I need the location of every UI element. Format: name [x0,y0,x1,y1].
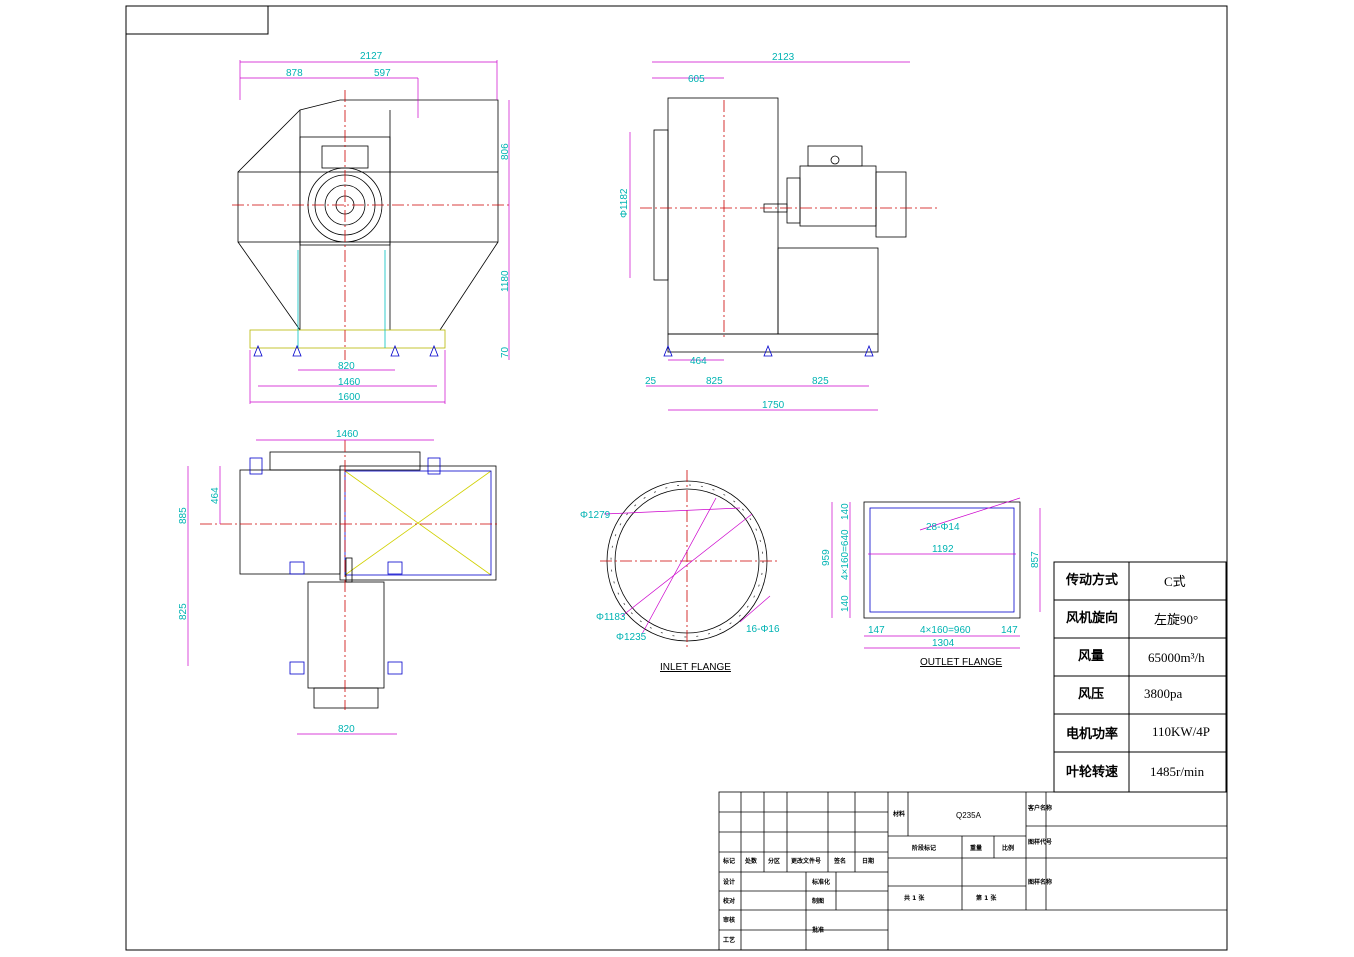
inlet-dim-d1235: Φ1235 [616,632,647,643]
spec-val-pressure: 3800pa [1144,686,1183,701]
front-dim-1460: 1460 [338,377,361,388]
tb-weight: 重量 [970,844,982,852]
side-dim-d1182: Φ1182 [619,188,630,218]
outlet-dim-1192: 1192 [932,544,954,555]
front-dim-878: 878 [286,68,303,79]
tb-drawing-name-label: 图样名称 [1028,878,1052,886]
tb-drawing-no-label: 图样代号 [1028,838,1052,846]
spec-val-power: 110KW/4P [1152,724,1210,739]
inlet-flange-view: Φ1279 Φ1183 Φ1235 16-Φ16 INLET FLANGE [580,470,780,673]
front-dim-806: 806 [500,143,511,160]
spec-val-speed: 1485r/min [1150,764,1205,779]
sheet-border [125,5,1228,951]
inlet-dim-d1183: Φ1183 [596,612,626,623]
tb-design: 设计 [723,878,735,886]
tb-rev-doc: 更改文件号 [791,857,821,865]
side-dim-464: 464 [690,356,707,367]
tb-rev-sign: 签名 [833,857,846,865]
outlet-dim-959: 959 [821,549,832,566]
spec-key-power: 电机功率 [1066,726,1118,742]
spec-key-rotation: 风机旋向 [1066,610,1118,626]
top-dim-825: 825 [178,603,189,620]
tb-rev-zone: 分区 [768,857,780,865]
tb-process: 工艺 [723,936,735,944]
tb-rev-mark: 标记 [722,857,735,865]
title-block [718,791,1228,951]
tb-rev-date: 日期 [862,857,874,865]
top-dim-464: 464 [210,487,221,504]
tb-material-label: 材料 [892,810,905,818]
side-view: 2123 605 Φ1182 464 25 825 825 1750 [619,52,940,411]
inlet-flange-label: INLET FLANGE [660,662,731,673]
side-dim-825b: 825 [812,376,829,387]
inlet-dim-holes: 16-Φ16 [746,624,780,635]
tb-standardize: 标准化 [811,878,830,886]
spec-key-airflow: 风量 [1078,649,1104,664]
corner-box [125,5,269,35]
side-dim-25: 25 [645,376,657,387]
inlet-dim-d1279: Φ1279 [580,510,611,521]
outlet-dim-147a: 147 [868,625,885,636]
spec-val-rotation: 左旋90° [1154,612,1198,627]
tb-review: 审核 [723,916,735,924]
front-dim-597: 597 [374,68,391,79]
spec-key-transmission: 传动方式 [1065,572,1118,588]
tb-scale: 比例 [1002,844,1014,852]
tb-sheet-no: 第 1 张 [975,894,997,902]
top-dim-820: 820 [338,724,355,735]
outlet-dim-857: 857 [1030,551,1041,568]
tb-check: 校对 [723,897,735,905]
spec-key-pressure: 风压 [1078,687,1104,702]
tb-material-value: Q235A [956,811,982,820]
spec-val-transmission: C式 [1164,574,1186,589]
front-dim-70: 70 [500,346,511,358]
side-dim-1750: 1750 [762,400,785,411]
outlet-dim-147b: 147 [1001,625,1018,636]
front-dim-1600: 1600 [338,392,361,403]
front-view: 2127 878 597 806 1180 70 820 1460 1600 [232,51,512,404]
front-dim-820: 820 [338,361,355,372]
outlet-dim-1304: 1304 [932,638,955,649]
outlet-dim-640: 4×160=640 [840,529,851,580]
tb-stage-mark: 阶段标记 [912,844,936,852]
spec-key-speed: 叶轮转速 [1066,764,1118,780]
top-dim-885: 885 [178,507,189,524]
spec-val-airflow: 65000m³/h [1148,650,1205,665]
outlet-dim-960: 4×160=960 [920,625,971,636]
spec-table [1053,561,1227,793]
tb-total-sheets: 共 1 张 [904,894,925,902]
tb-rev-count: 处数 [744,857,758,865]
front-dim-2127: 2127 [360,51,383,62]
tb-make: 制图 [812,897,824,905]
tb-approve: 批准 [812,926,824,934]
top-view: 1460 885 464 825 820 [178,429,500,735]
outlet-flange-view: 28-Φ14 1192 959 4×160=640 140 140 857 14… [821,497,1041,668]
side-dim-605: 605 [688,74,705,85]
top-dim-1460: 1460 [336,429,359,440]
side-dim-2123: 2123 [772,52,795,63]
front-dim-1180: 1180 [500,270,511,292]
tb-customer-label: 客户名称 [1027,804,1052,812]
outlet-dim-holes: 28-Φ14 [926,522,960,533]
outlet-flange-label: OUTLET FLANGE [920,657,1002,668]
side-dim-825a: 825 [706,376,723,387]
outlet-dim-140a: 140 [840,503,851,520]
outlet-dim-140b: 140 [840,595,851,612]
